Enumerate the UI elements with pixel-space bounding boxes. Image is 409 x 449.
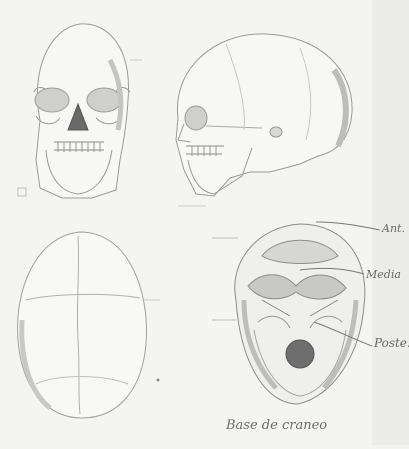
label-anterior-fossa: Ant. — [382, 222, 405, 235]
label-posterior-fossa: Poste. — [374, 336, 409, 350]
label-middle-fossa: Media — [366, 268, 401, 281]
skull-frontal-view — [34, 24, 130, 198]
base-caption: Base de craneo — [226, 418, 327, 433]
skull-superior-view — [18, 232, 147, 418]
dot-mark — [157, 379, 160, 382]
